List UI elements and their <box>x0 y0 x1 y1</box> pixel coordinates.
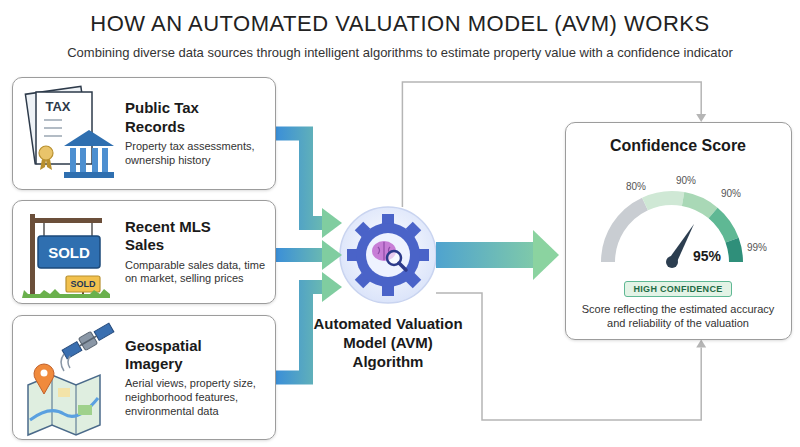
text-holder: Recent MLS SalesComparable sales data, t… <box>125 218 273 286</box>
geospatial-icon <box>28 321 115 435</box>
arrowhead <box>533 230 559 280</box>
gauge-value: 80% <box>626 181 646 192</box>
diagram-title: HOW AN AUTOMATED VALUATION MODEL (AVM) W… <box>0 11 800 37</box>
source-box: Geospatial ImageryAerial views, property… <box>12 315 276 440</box>
icon-text: TAX <box>45 99 70 114</box>
output-box: Confidence ScoreScore reflecting the est… <box>565 122 792 340</box>
badge-text: HIGH CONFIDENCE <box>633 284 722 294</box>
box-heading: Recent MLS Sales <box>125 218 250 255</box>
box-heading: Confidence Score <box>566 137 790 155</box>
text-holder: HOW AN AUTOMATED VALUATION MODEL (AVM) W… <box>0 11 800 37</box>
flow-arrow <box>276 240 342 270</box>
sold-sign-icon <box>22 214 110 298</box>
box-body: Property tax assessments, ownership hist… <box>125 140 270 168</box>
text-holder: Geospatial ImageryAerial views, property… <box>125 337 273 419</box>
source-box: Public Tax RecordsProperty tax assessmen… <box>12 77 276 190</box>
arrowhead <box>322 272 342 302</box>
connector-line <box>276 134 322 224</box>
text-holder: Score reflecting the estimated accuracy … <box>576 303 780 331</box>
text-holder: Confidence Score <box>566 137 790 155</box>
gauge-value: 90% <box>676 175 696 186</box>
avm-icon <box>340 207 436 303</box>
sign-text: SOLD <box>48 244 90 261</box>
arrowhead <box>696 340 706 348</box>
text-holder: Automated Valuation Model (AVM) Algorith… <box>308 315 468 371</box>
subtitle: Combining diverse data sources through i… <box>67 45 733 60</box>
box-heading: Geospatial Imagery <box>125 337 250 374</box>
connector-line <box>276 287 322 378</box>
sign-text: SOLD <box>70 279 95 289</box>
algorithm-label: Automated Valuation Model (AVM) Algorith… <box>308 315 468 371</box>
connector-line <box>276 248 322 262</box>
connector-line <box>436 242 533 268</box>
flow-arrow <box>276 134 342 239</box>
status-badge: HIGH CONFIDENCE <box>624 281 731 297</box>
arrowhead <box>322 208 342 238</box>
gauge-needle <box>666 224 694 268</box>
gauge-value: 90% <box>721 188 741 199</box>
flow-arrow <box>436 230 559 280</box>
box-body: Comparable sales data, time on market, s… <box>125 259 270 287</box>
tax-icon <box>25 86 114 178</box>
box-heading: Public Tax Records <box>125 99 250 136</box>
arrowhead <box>322 240 342 270</box>
box-body: Score reflecting the estimated accuracy … <box>576 303 780 331</box>
arrowhead <box>696 114 706 122</box>
gauge-value: 99% <box>747 242 767 253</box>
algorithm-node: Automated Valuation Model (AVM) Algorith… <box>340 207 436 303</box>
gauge-reading: 95% <box>693 248 721 264</box>
box-body: Aerial views, property size, neighborhoo… <box>125 377 270 418</box>
text-holder: Public Tax RecordsProperty tax assessmen… <box>125 99 273 167</box>
